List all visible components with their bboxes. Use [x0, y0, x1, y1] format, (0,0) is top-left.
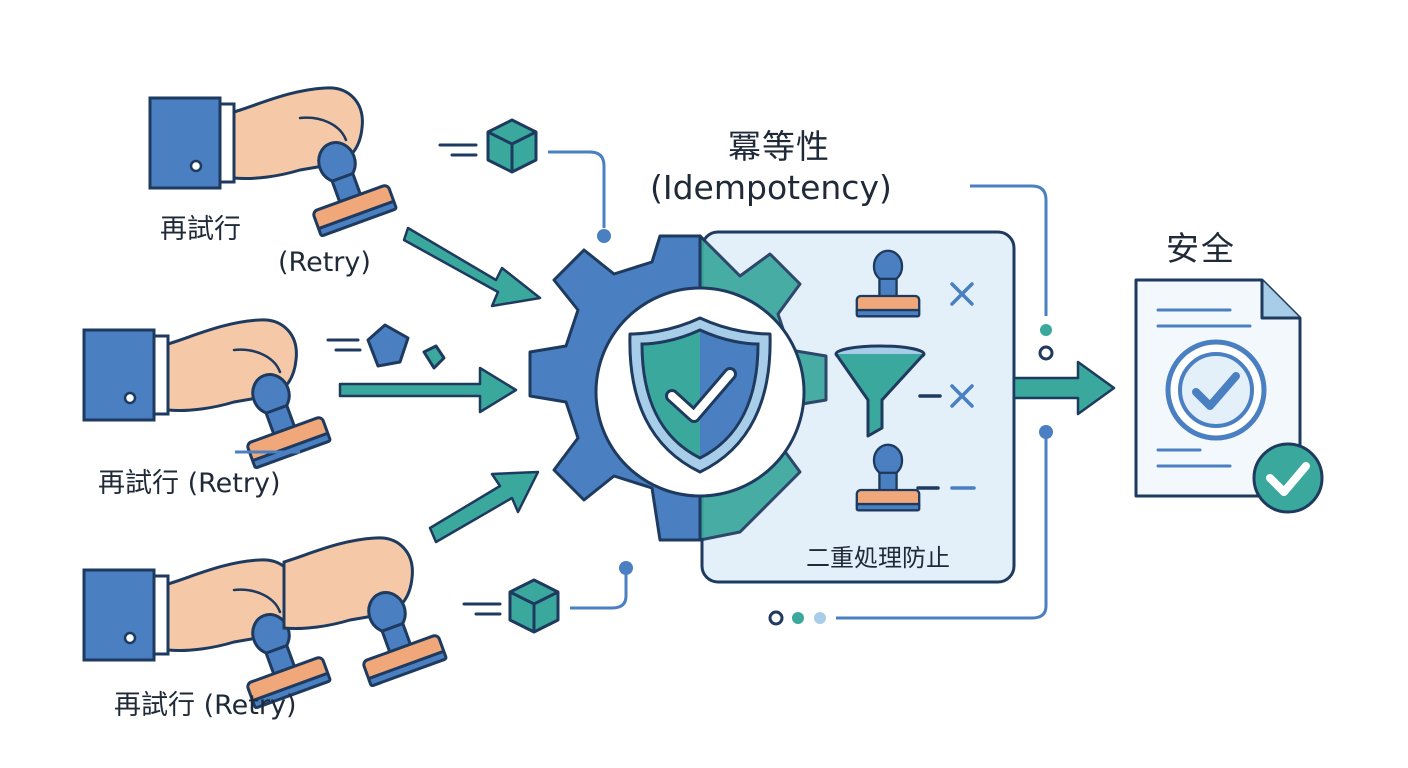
retry-label-2: 再試行 (Retry): [98, 461, 281, 500]
status-dots: [768, 324, 1054, 626]
retry-label-1-en: (Retry): [278, 247, 371, 278]
title-en: (Idempotency): [650, 168, 892, 207]
cube-icon: [438, 118, 538, 174]
cube-icon: [462, 578, 560, 634]
retry-label-3-jp: 再試行: [114, 690, 195, 721]
input-arrows: [338, 226, 542, 544]
safe-label: 安全: [1166, 229, 1236, 268]
retry-label-2-jp: 再試行: [98, 468, 179, 499]
shield-check-icon: [628, 316, 772, 474]
retry-label-2-en: (Retry): [187, 468, 281, 499]
output-arrow: [1012, 360, 1116, 416]
filter-label: 二重処理防止: [806, 544, 950, 572]
reject-marks: [916, 282, 976, 490]
retry-hand-2: [84, 320, 330, 468]
funnel-icon: [834, 344, 926, 438]
check-badge-icon: [1252, 442, 1324, 514]
title-jp: 冪等性: [728, 127, 830, 166]
retry-label-1-jp: 再試行: [160, 214, 241, 245]
document-icon: [1134, 278, 1302, 498]
hand-stamp-icon: [282, 536, 448, 688]
hand-stamp-icon: [84, 320, 330, 468]
retry-label-3: 再試行 (Retry): [114, 683, 297, 722]
retry-label-3-en: (Retry): [203, 690, 297, 721]
connector-lines: [548, 150, 1053, 620]
retry-hand-3: [84, 536, 448, 708]
broken-cube-icon: [326, 323, 446, 370]
